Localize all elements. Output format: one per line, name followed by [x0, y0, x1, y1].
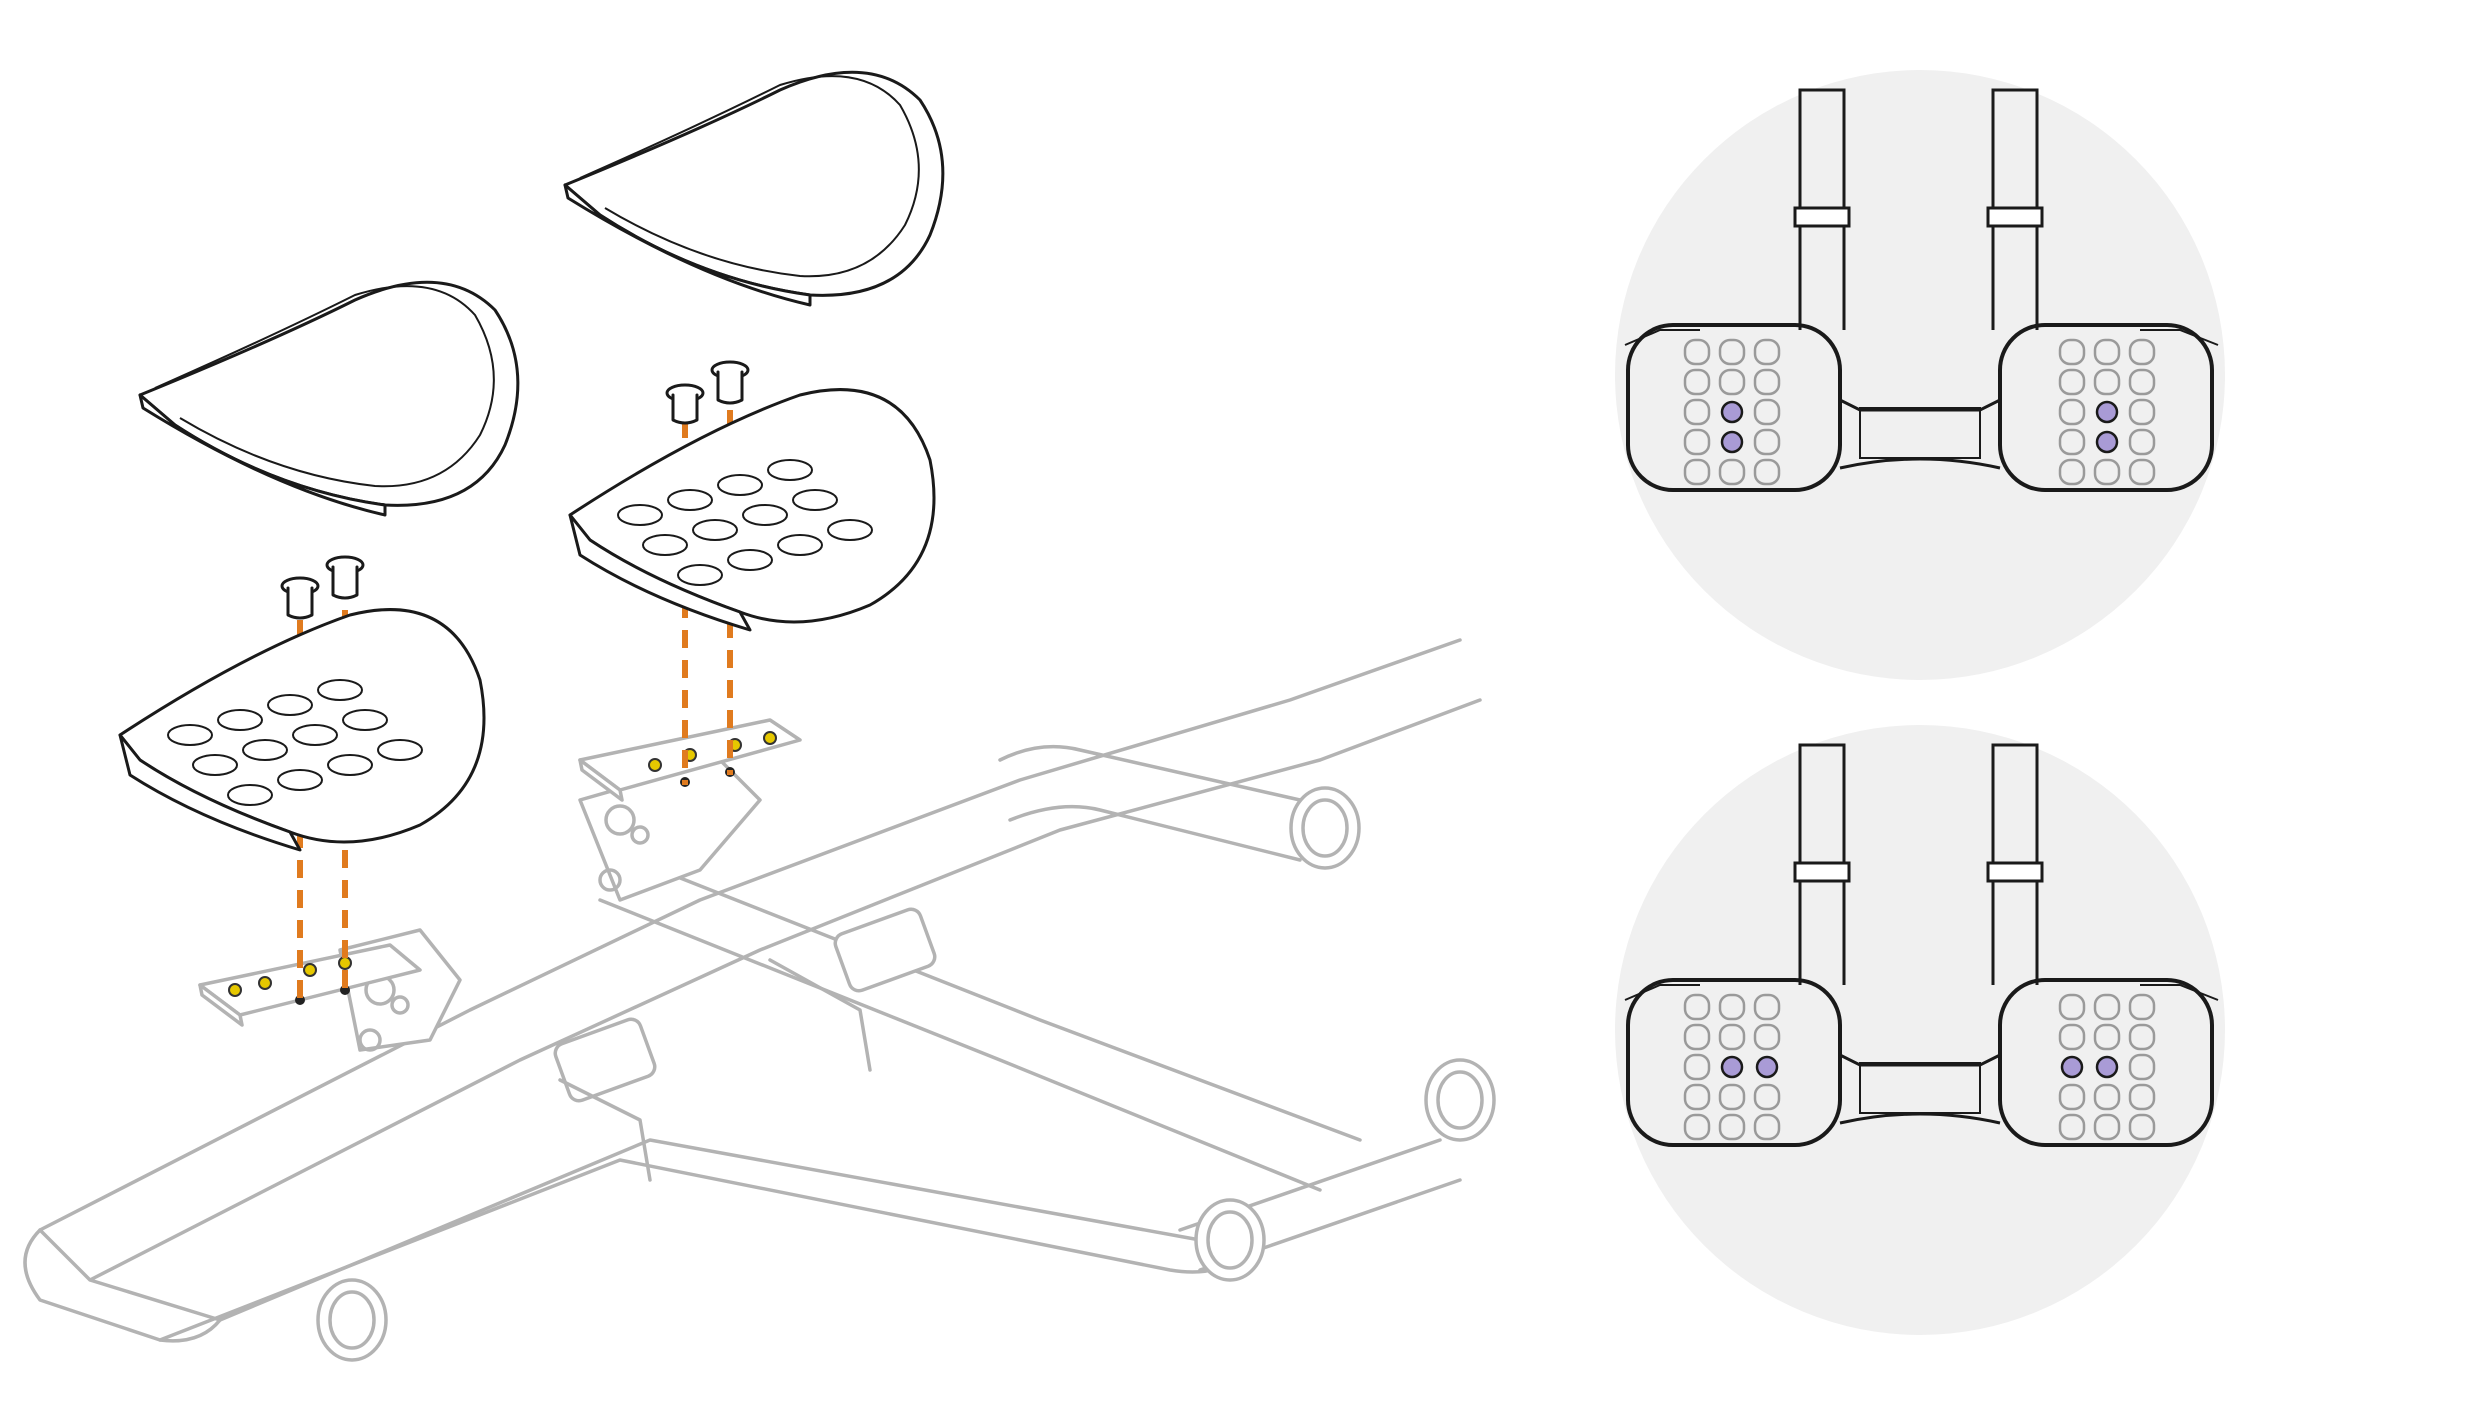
bolt-right-1	[665, 383, 705, 425]
armrest-pad-right	[563, 70, 945, 307]
bolt-marker	[1720, 430, 1744, 454]
bolt-marker	[2095, 430, 2119, 454]
detail-view-bottom	[1615, 725, 2225, 1335]
bolt-marker	[1720, 1055, 1744, 1079]
detail-circle-bottom-bg	[1615, 725, 2225, 1335]
armrest-cup-right	[568, 388, 936, 632]
bolt-marker	[2095, 400, 2119, 424]
bolt-right-2	[710, 360, 750, 405]
bolt-marker	[1755, 1055, 1779, 1079]
detail-view-top	[1615, 70, 2225, 680]
handlebar-frame	[23, 638, 1496, 1362]
bolt-marker	[2095, 1055, 2119, 1079]
bolt-marker	[1720, 400, 1744, 424]
bolt-left-2	[325, 555, 365, 600]
armrest-cup-left	[118, 608, 486, 852]
armrest-pad-left	[138, 280, 520, 517]
detail-circle-top-bg	[1615, 70, 2225, 680]
bolt-marker	[2060, 1055, 2084, 1079]
bolt-left-1	[280, 576, 320, 620]
base-plate-left	[198, 943, 422, 1027]
